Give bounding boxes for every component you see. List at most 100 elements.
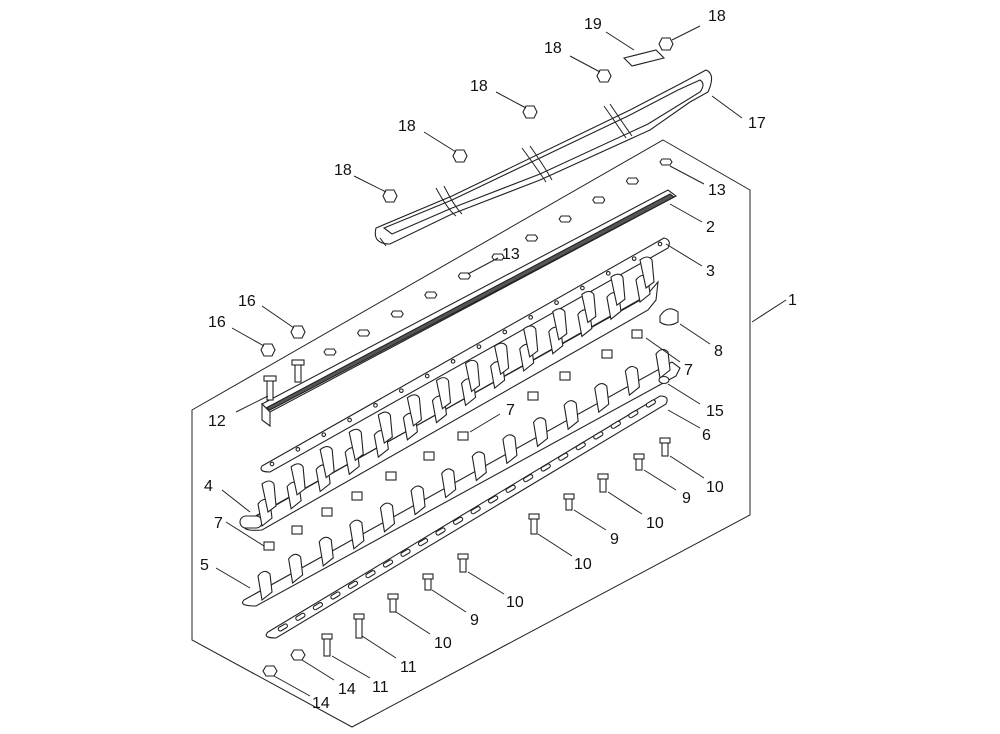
bolt-12 (263, 359, 305, 401)
guide-slot (365, 570, 376, 579)
blade-tooth (502, 434, 518, 465)
blade-tooth (464, 359, 481, 393)
callout-12: 12 (208, 413, 226, 430)
blade-tooth (624, 365, 640, 397)
blade-tooth (319, 445, 335, 479)
guide-slot (277, 623, 288, 632)
blade-tooth (379, 502, 396, 533)
callout-3: 3 (706, 263, 715, 280)
nut-13 (356, 329, 371, 337)
nut-13 (625, 177, 640, 185)
rivet-hole (657, 241, 663, 247)
blade-tooth (377, 411, 393, 445)
guard-cover (374, 69, 713, 247)
callout-5: 5 (200, 557, 209, 574)
label-plate (622, 49, 666, 67)
nut-13 (524, 234, 539, 242)
blade-tooth (410, 485, 426, 516)
blade-tooth (257, 570, 273, 602)
rivet-hole (347, 417, 352, 423)
callout-7: 7 (214, 515, 223, 532)
rivet-hole (398, 388, 404, 394)
guide-slot (330, 591, 341, 600)
callout-1: 1 (788, 292, 797, 309)
guide-slot (347, 580, 359, 589)
callout-16: 16 (238, 293, 256, 310)
nut-14 (262, 649, 306, 677)
guide-slot (400, 548, 411, 557)
blade-tooth (290, 463, 306, 496)
blade-tooth (494, 342, 510, 376)
callout-13: 13 (502, 246, 520, 263)
blade-tooth (471, 451, 487, 482)
guide-slot (645, 399, 656, 408)
callout-7: 7 (506, 402, 515, 419)
callout-15: 15 (706, 403, 724, 420)
rivet-hole (424, 373, 430, 379)
clip-8 (659, 308, 679, 326)
guide-slot (435, 527, 446, 536)
blade-tooth (581, 290, 597, 324)
blade-tooth (318, 536, 334, 567)
rivet-hole (528, 314, 534, 320)
guide-bar-slots (277, 399, 656, 632)
blade-tooth (610, 273, 626, 307)
washer-15 (658, 375, 670, 385)
nut-18 (382, 37, 674, 203)
guide-slot (610, 420, 621, 429)
callout-14: 14 (312, 695, 330, 712)
guide-slot (505, 484, 516, 493)
callout-4: 4 (204, 478, 213, 495)
callout-10: 10 (574, 556, 592, 573)
blade-tooth (435, 377, 452, 410)
callout-10: 10 (706, 479, 724, 496)
nut-13 (659, 158, 673, 166)
callout-18: 18 (334, 162, 352, 179)
nut-13 (424, 291, 438, 299)
callout-10: 10 (434, 635, 452, 652)
nut-13 (491, 253, 505, 261)
callout-9: 9 (470, 612, 479, 629)
nut-row (323, 158, 673, 356)
callout-18: 18 (470, 78, 488, 95)
callout-6: 6 (702, 427, 711, 444)
blade-tooth (594, 383, 610, 414)
assembly-outline (191, 139, 751, 728)
guide-slot (295, 612, 306, 621)
callout-19: 19 (584, 16, 602, 33)
blade-tooth (523, 325, 539, 358)
blade-tooth (532, 417, 549, 448)
rivet-hole (269, 461, 275, 467)
callout-14: 14 (338, 681, 356, 698)
nut-13 (457, 272, 472, 280)
nut-16 (260, 325, 306, 357)
callout-9: 9 (610, 531, 619, 548)
guide-slot (452, 516, 464, 525)
callout-10: 10 (506, 594, 524, 611)
spacer-plate (260, 237, 670, 473)
callout-18: 18 (398, 118, 416, 135)
callout-18: 18 (708, 8, 726, 25)
spacer-7 (263, 329, 643, 551)
blade-tooth (406, 394, 422, 427)
rivet-hole (502, 329, 508, 335)
guide-slot (523, 474, 534, 483)
guide-slot (417, 538, 429, 547)
blade-tooth (563, 400, 579, 431)
guide-slot (575, 442, 586, 451)
blade-tooth (441, 468, 457, 499)
callout-17: 17 (748, 115, 766, 132)
cutter-support-rail (261, 189, 678, 428)
rivet-hole (450, 358, 456, 364)
nut-13 (558, 215, 572, 223)
rivet-row (269, 241, 663, 467)
callout-11: 11 (372, 679, 389, 696)
lower-blade-teeth (257, 348, 671, 602)
nut-13 (592, 196, 606, 204)
guide-slot (312, 602, 324, 611)
blade-tooth (348, 428, 364, 462)
blade-tooth (552, 308, 568, 341)
callout-18: 18 (544, 40, 562, 57)
guide-slot (488, 495, 499, 504)
